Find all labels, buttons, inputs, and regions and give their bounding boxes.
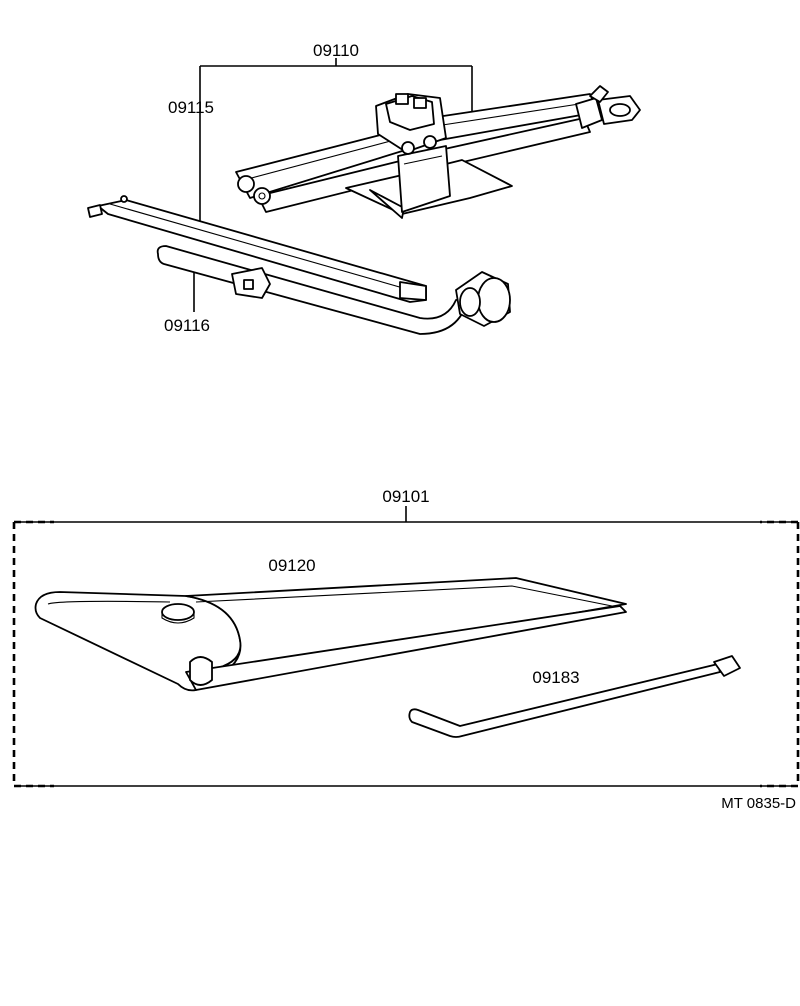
label-09110: 09110: [313, 41, 359, 60]
tool-bag-illustration: [34, 577, 627, 692]
label-09116: 09116: [164, 316, 210, 335]
label-09101: 09101: [382, 487, 429, 506]
scissor-jack-illustration: [235, 85, 641, 219]
label-09183: 09183: [532, 668, 579, 687]
tool-set-enclosure: [12, 520, 800, 788]
wheel-nut-wrench-illustration: [156, 245, 511, 335]
screwdriver-lever-illustration: [408, 655, 741, 738]
tool-set-group: 09101 09120 09183: [12, 487, 800, 788]
reference-code: MT 0835-D: [721, 795, 796, 812]
label-09120: 09120: [268, 556, 315, 575]
leader-09110: [199, 58, 473, 222]
label-09115: 09115: [168, 98, 214, 117]
jack-handle-illustration: [87, 195, 427, 303]
jack-group: 09110 09115: [87, 41, 641, 335]
